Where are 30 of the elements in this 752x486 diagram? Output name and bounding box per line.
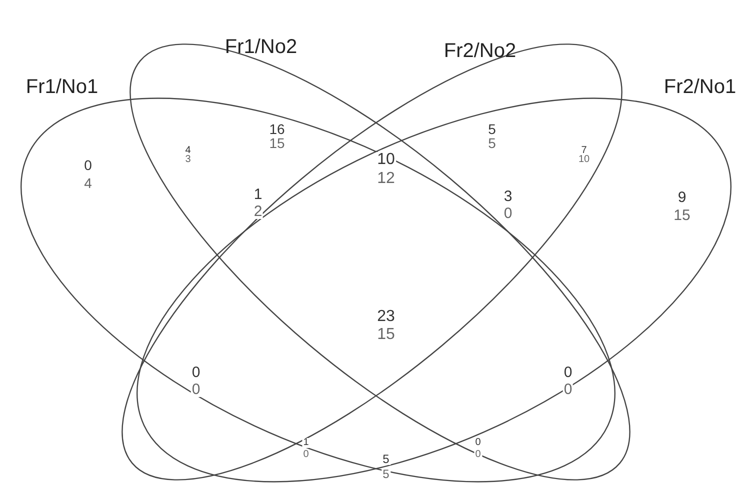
count-label: 0 — [190, 365, 202, 380]
count-label: 2 — [252, 204, 264, 219]
count-label: 16 — [268, 122, 286, 136]
set-label: Fr2/No2 — [444, 40, 516, 62]
set-label: Fr2/No1 — [664, 76, 736, 98]
count-label: 15 — [672, 208, 692, 223]
count-label: 0 — [562, 365, 574, 380]
count-label: 5 — [382, 453, 390, 465]
count-label: 4 — [184, 146, 192, 156]
set-label: Fr1/No1 — [26, 76, 98, 98]
count-label: 0 — [302, 450, 310, 460]
count-label: 3 — [184, 155, 192, 165]
count-label: 1 — [302, 438, 310, 448]
count-label: 0 — [83, 158, 93, 172]
count-label: 3 — [502, 189, 514, 204]
count-label: 4 — [83, 176, 93, 190]
count-label: 0 — [474, 450, 482, 460]
count-label: 15 — [268, 136, 286, 150]
count-label: 0 — [502, 206, 514, 221]
count-label: 7 — [580, 146, 588, 156]
count-label: 0 — [562, 382, 574, 397]
count-label: 0 — [190, 382, 202, 397]
set-label: Fr1/No2 — [224, 36, 298, 58]
count-label: 10 — [577, 155, 591, 165]
count-label: 5 — [487, 122, 497, 136]
count-label: 5 — [487, 136, 497, 150]
count-label: 0 — [474, 438, 482, 448]
count-label: 5 — [382, 468, 390, 480]
count-label: 1 — [252, 187, 264, 202]
count-label: 9 — [676, 190, 688, 205]
